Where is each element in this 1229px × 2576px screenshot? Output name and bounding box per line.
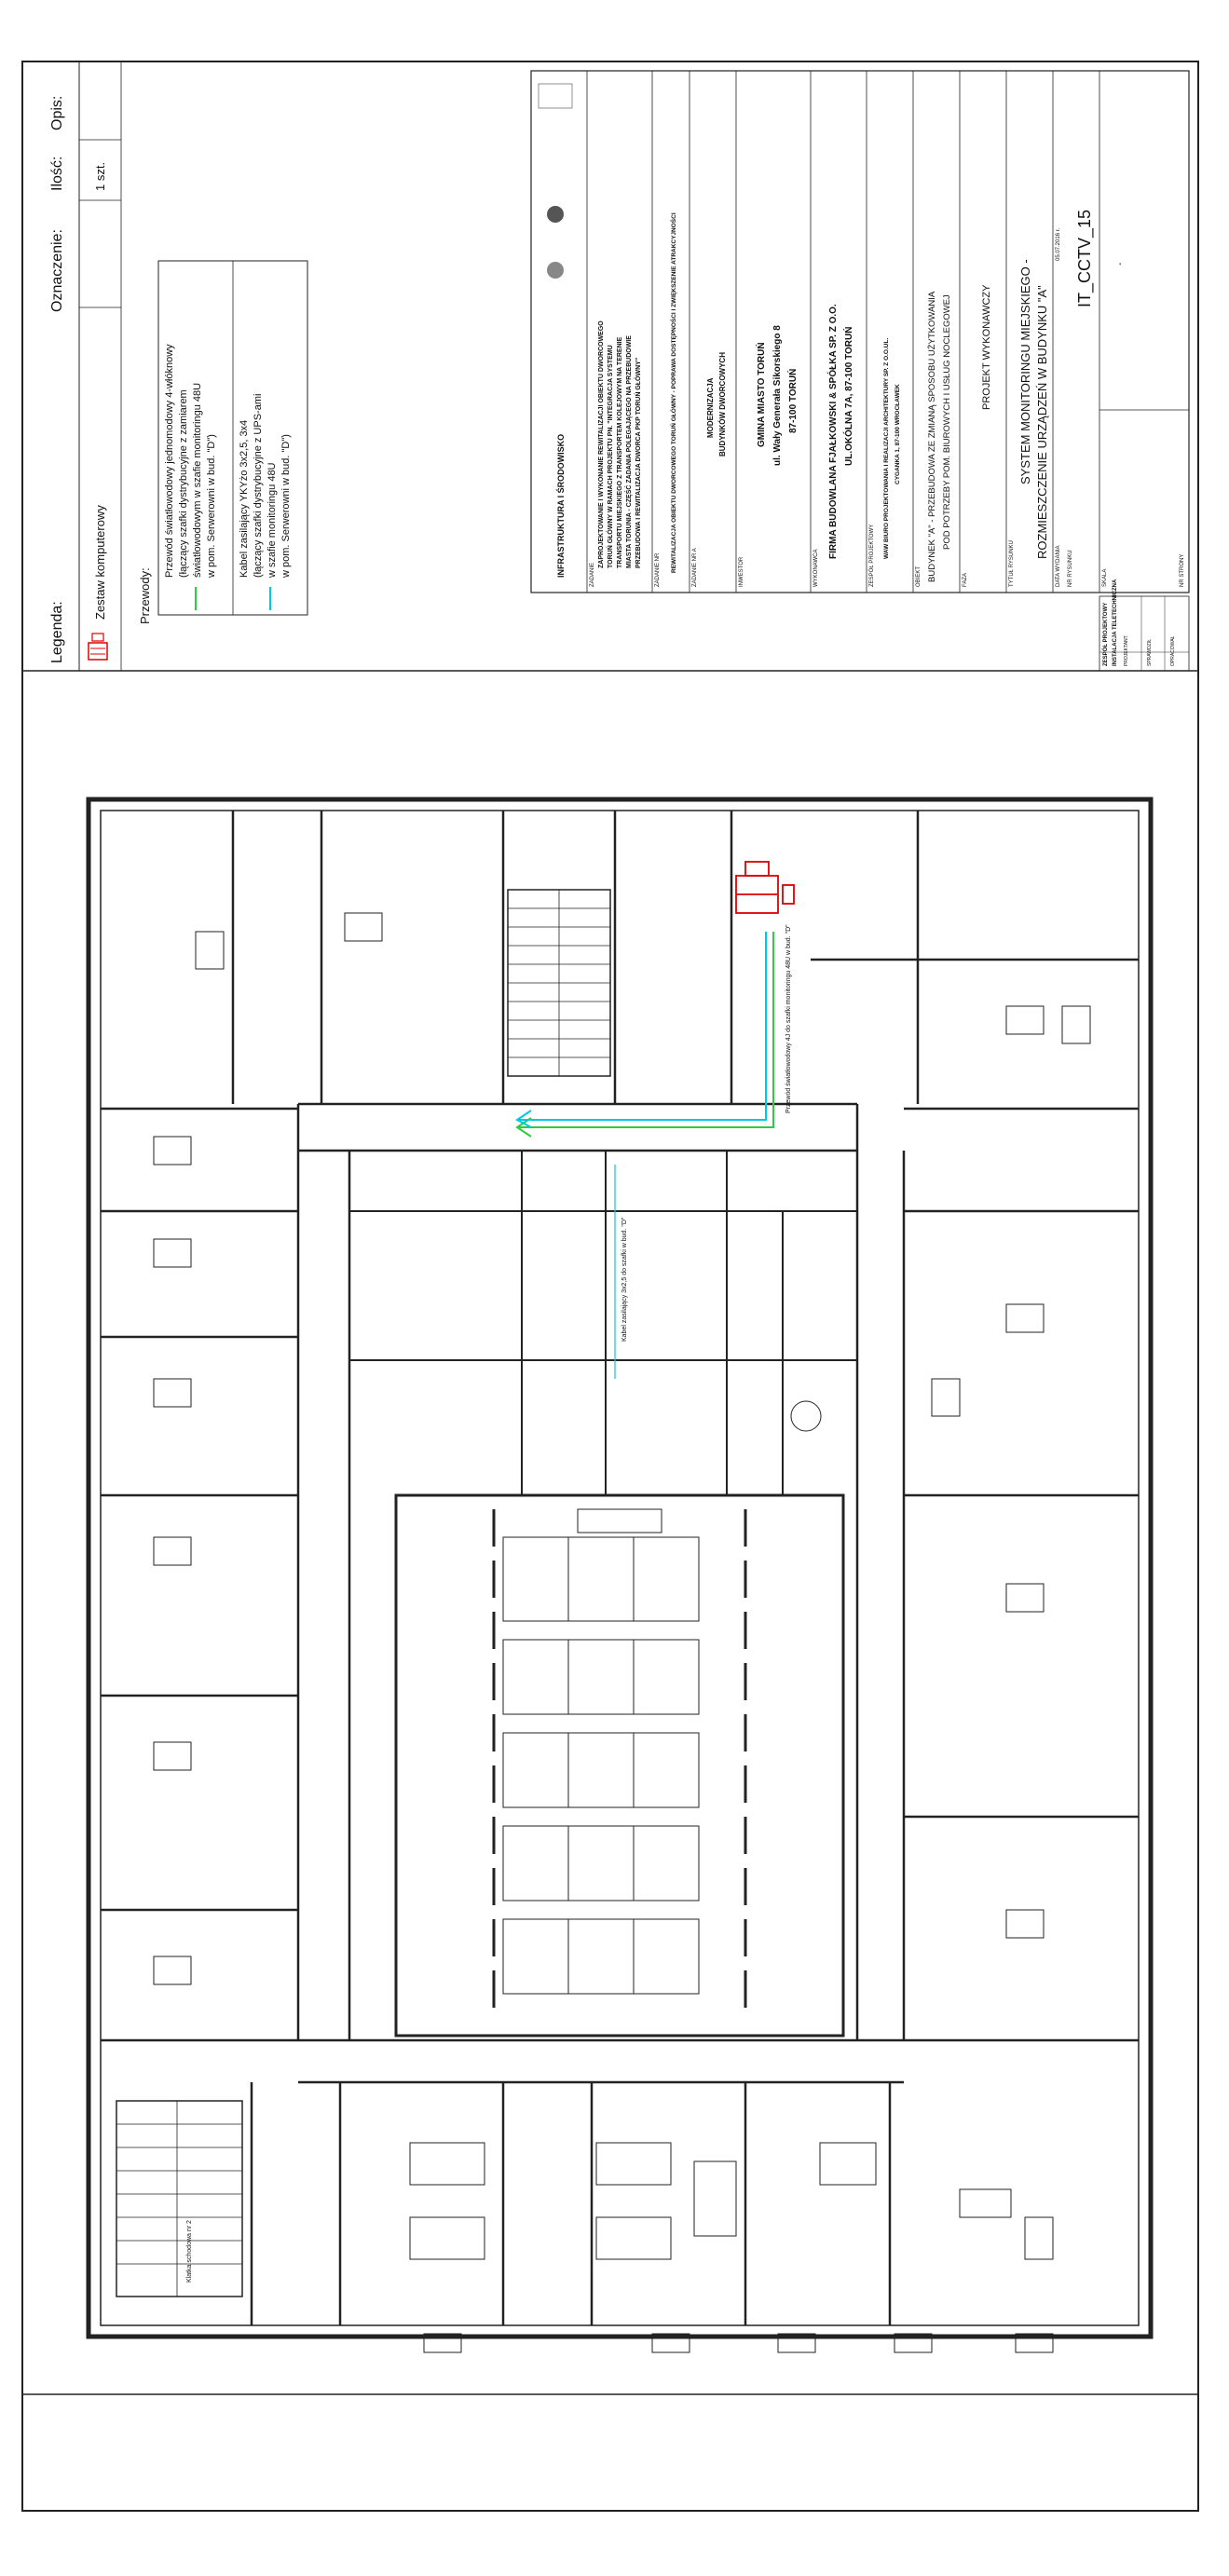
tb-strona-label: NR STRONY	[1180, 554, 1185, 587]
cable-routes	[515, 932, 774, 1379]
radiators-bottom	[423, 2333, 1054, 2353]
tb-obiekt-1: BUDYNEK "A" - PRZEBUDOWA ZE ZMIANĄ SPOSO…	[927, 291, 937, 582]
title-block: INFRASTRUKTURA I ŚRODOWISKO ZADANIE ZAPR…	[530, 70, 1190, 593]
cable-power-line-2: (łączący szafki dystrybucyjne z UPS-ami	[253, 394, 264, 578]
legend-row-qty: 1 szt.	[93, 162, 107, 191]
team-box-frame	[1099, 595, 1190, 672]
team-opracowal: OPRACOWAŁ	[1170, 635, 1176, 666]
computer-set-plan-icon	[735, 861, 795, 914]
plan-annotation-stairs: Klatka schodowa nr 2	[186, 2220, 193, 2283]
floor-plan	[86, 797, 1154, 2353]
fiber-arrow	[515, 1117, 532, 1138]
staircase-bottom	[116, 2100, 243, 2297]
legend-row-name: Zestaw komputerowy	[93, 505, 107, 620]
tb-projektant-2: CYGANKA 1, 87-100 WROCŁAWEK	[894, 384, 901, 484]
tb-wykonawca-2: UL.OKÓLNA 7A, 87-100 TORUŃ	[842, 327, 854, 466]
legend-title: Legenda:	[49, 601, 65, 663]
cable-power-line-4: w pom. Serwerowni w bud. "D")	[280, 434, 292, 579]
cable-fiber-line-4: w pom. Serwerowni w bud. "D")	[206, 434, 217, 579]
tb-zadanie-1: ZAPROJEKTOWANIE I WYKONANIE REWITALIZACJ…	[598, 320, 605, 568]
central-hall	[394, 1493, 845, 2038]
staircase-top-steps	[508, 890, 610, 1076]
tb-faza-label: FAZA	[963, 573, 968, 587]
tb-projektant-label: ZESPÓŁ PROJEKTOWY	[868, 525, 875, 587]
bottom-room-furniture	[409, 2142, 1054, 2260]
power-arrow	[515, 1110, 532, 1128]
team-branza: INSTALACJA TELETECHNICZNA	[1113, 579, 1118, 666]
tb-faza: PROJEKT WYKONAWCZY	[981, 284, 992, 410]
tb-inwestor-3: 87-100 TORUŃ	[786, 369, 799, 433]
ue-flag-logo	[538, 83, 573, 109]
cable-fiber-line-3: światłowodowym w szafie monitoringu 48U	[192, 383, 203, 578]
tb-zadanie-2: TORUŃ GŁÓWNY W RAMACH PROJEKTU PN. "INTE…	[606, 345, 614, 568]
legend-col-mark: Oznaczenie:	[49, 229, 65, 312]
tb-zadanie-label: ZADANIE	[590, 563, 595, 587]
tb-inwestor-2: ul. Wały Generała Sikorskiego 8	[772, 325, 783, 466]
outer-wall	[86, 797, 1154, 2339]
staircase-bottom-steps	[116, 2101, 242, 2297]
tb-tytul-1: SYSTEM MONITORINGU MIEJSKIEGO -	[1018, 259, 1032, 484]
cables-title: Przewody:	[138, 567, 152, 624]
title-block-frame	[530, 70, 1190, 593]
cable-fiber-line-1: Przewód światłowodowy jednomodowy 4-włók…	[164, 344, 175, 578]
tb-zadanie-3: TRANSPORTU MIEJSKIEGO Z TRANSPORTEM KOLE…	[617, 336, 623, 568]
tb-obiekt-2: POD POTRZEBY POM. BIUROWYCH I USŁUG NOCL…	[942, 294, 952, 550]
tb-nr: IT_CCTV_15	[1075, 210, 1095, 307]
tb-projektant-1: WAW BIURO PROJEKTOWANIA I REALIZACJI ARC…	[883, 338, 890, 559]
legend-panel: Legenda: Oznaczenie: Ilość: Opis: Zestaw…	[49, 61, 308, 671]
tb-obiekt-label: OBIEKT	[916, 566, 922, 587]
tb-skala: -	[1115, 263, 1126, 266]
tb-nazwa-1: MODERNIZACJA	[706, 377, 715, 438]
plan-annotation-power: Kabel zasilający 3x2,5 do szafki w bud. …	[621, 1217, 628, 1342]
plan-annotation-fiber: Przewód światłowodowy 4J do szafki monit…	[785, 924, 792, 1113]
inner-wall-line	[100, 810, 1140, 2326]
tb-inwestor-label: INWESTOR	[739, 556, 744, 587]
tb-zadanie-nr-label: ZADANIE NR	[655, 552, 661, 587]
team-sprawdzil: SPRAWDZIŁ	[1147, 639, 1153, 666]
cable-power-line-1: Kabel zasilający YKYżo 3x2,5, 3x4	[239, 420, 250, 578]
tb-nazwa-2: BUDYNKÓW DWORCOWYCH	[718, 352, 727, 457]
team-projektant: PROJEKTANT	[1124, 635, 1129, 666]
sheet-border	[21, 61, 1199, 2512]
tb-zadanie-nr: REWITALIZACJA OBIEKTU DWORCOWEGO TORUŃ G…	[669, 212, 677, 573]
coat-of-arms-logo	[547, 206, 564, 223]
tb-zadanie-4: MIASTA TORUNIA - CZĘŚĆ ZADANIA POLEGAJĄC…	[624, 335, 633, 568]
tb-data: 05.07.2016 r.	[1056, 228, 1061, 261]
tb-skala-label: SKALA	[1102, 569, 1108, 587]
team-box: ZESPÓŁ PROJEKTOWY INSTALACJA TELETECHNIC…	[1099, 579, 1190, 672]
program-logo: INFRASTRUKTURA I ŚRODOWISKO	[555, 434, 566, 578]
tb-tytul-2: ROZMIESZCZENIE URZĄDZEŃ W BUDYNKU "A"	[1035, 285, 1049, 559]
team-label: ZESPÓŁ PROJEKTOWY	[1101, 603, 1109, 666]
tb-nr-label: NR RYSUNKU	[1068, 550, 1073, 587]
power-route	[517, 932, 767, 1121]
tb-zadanie-5: PRZEBUDOWA I REWITALIZACJA DWORCA PKP TO…	[634, 358, 642, 568]
windows	[88, 932, 1152, 2012]
cable-power-line-3: w szafie monitoringu 48U	[266, 462, 278, 579]
tb-data-label: DATA WYDANIA	[1056, 546, 1061, 587]
left-room-furniture	[153, 912, 383, 1985]
city-logo	[547, 262, 564, 279]
tb-tytul-label: TYTUŁ RYSUNKU	[1009, 540, 1015, 587]
right-room-furniture	[790, 1005, 1091, 1939]
computer-set-icon	[88, 633, 108, 661]
tb-wykonawca-1: FIRMA BUDOWLANA FJAŁKOWSKI & SPÓŁKA SP. …	[826, 304, 839, 559]
cable-fiber-line-2: (łączący szafki dystrybucyjne z zamiarem	[178, 389, 189, 578]
hall-tables	[502, 1508, 700, 1995]
tb-inwestor-1: GMINA MIASTO TORUŃ	[755, 342, 767, 447]
legend-col-desc: Opis:	[49, 96, 65, 130]
tb-wykonawca-label: WYKONAWCA	[813, 550, 819, 587]
legend-col-qty: Ilość:	[49, 157, 65, 191]
tb-nazwa-label: ZADANIE NR A	[692, 548, 698, 587]
fiber-route	[517, 932, 774, 1128]
